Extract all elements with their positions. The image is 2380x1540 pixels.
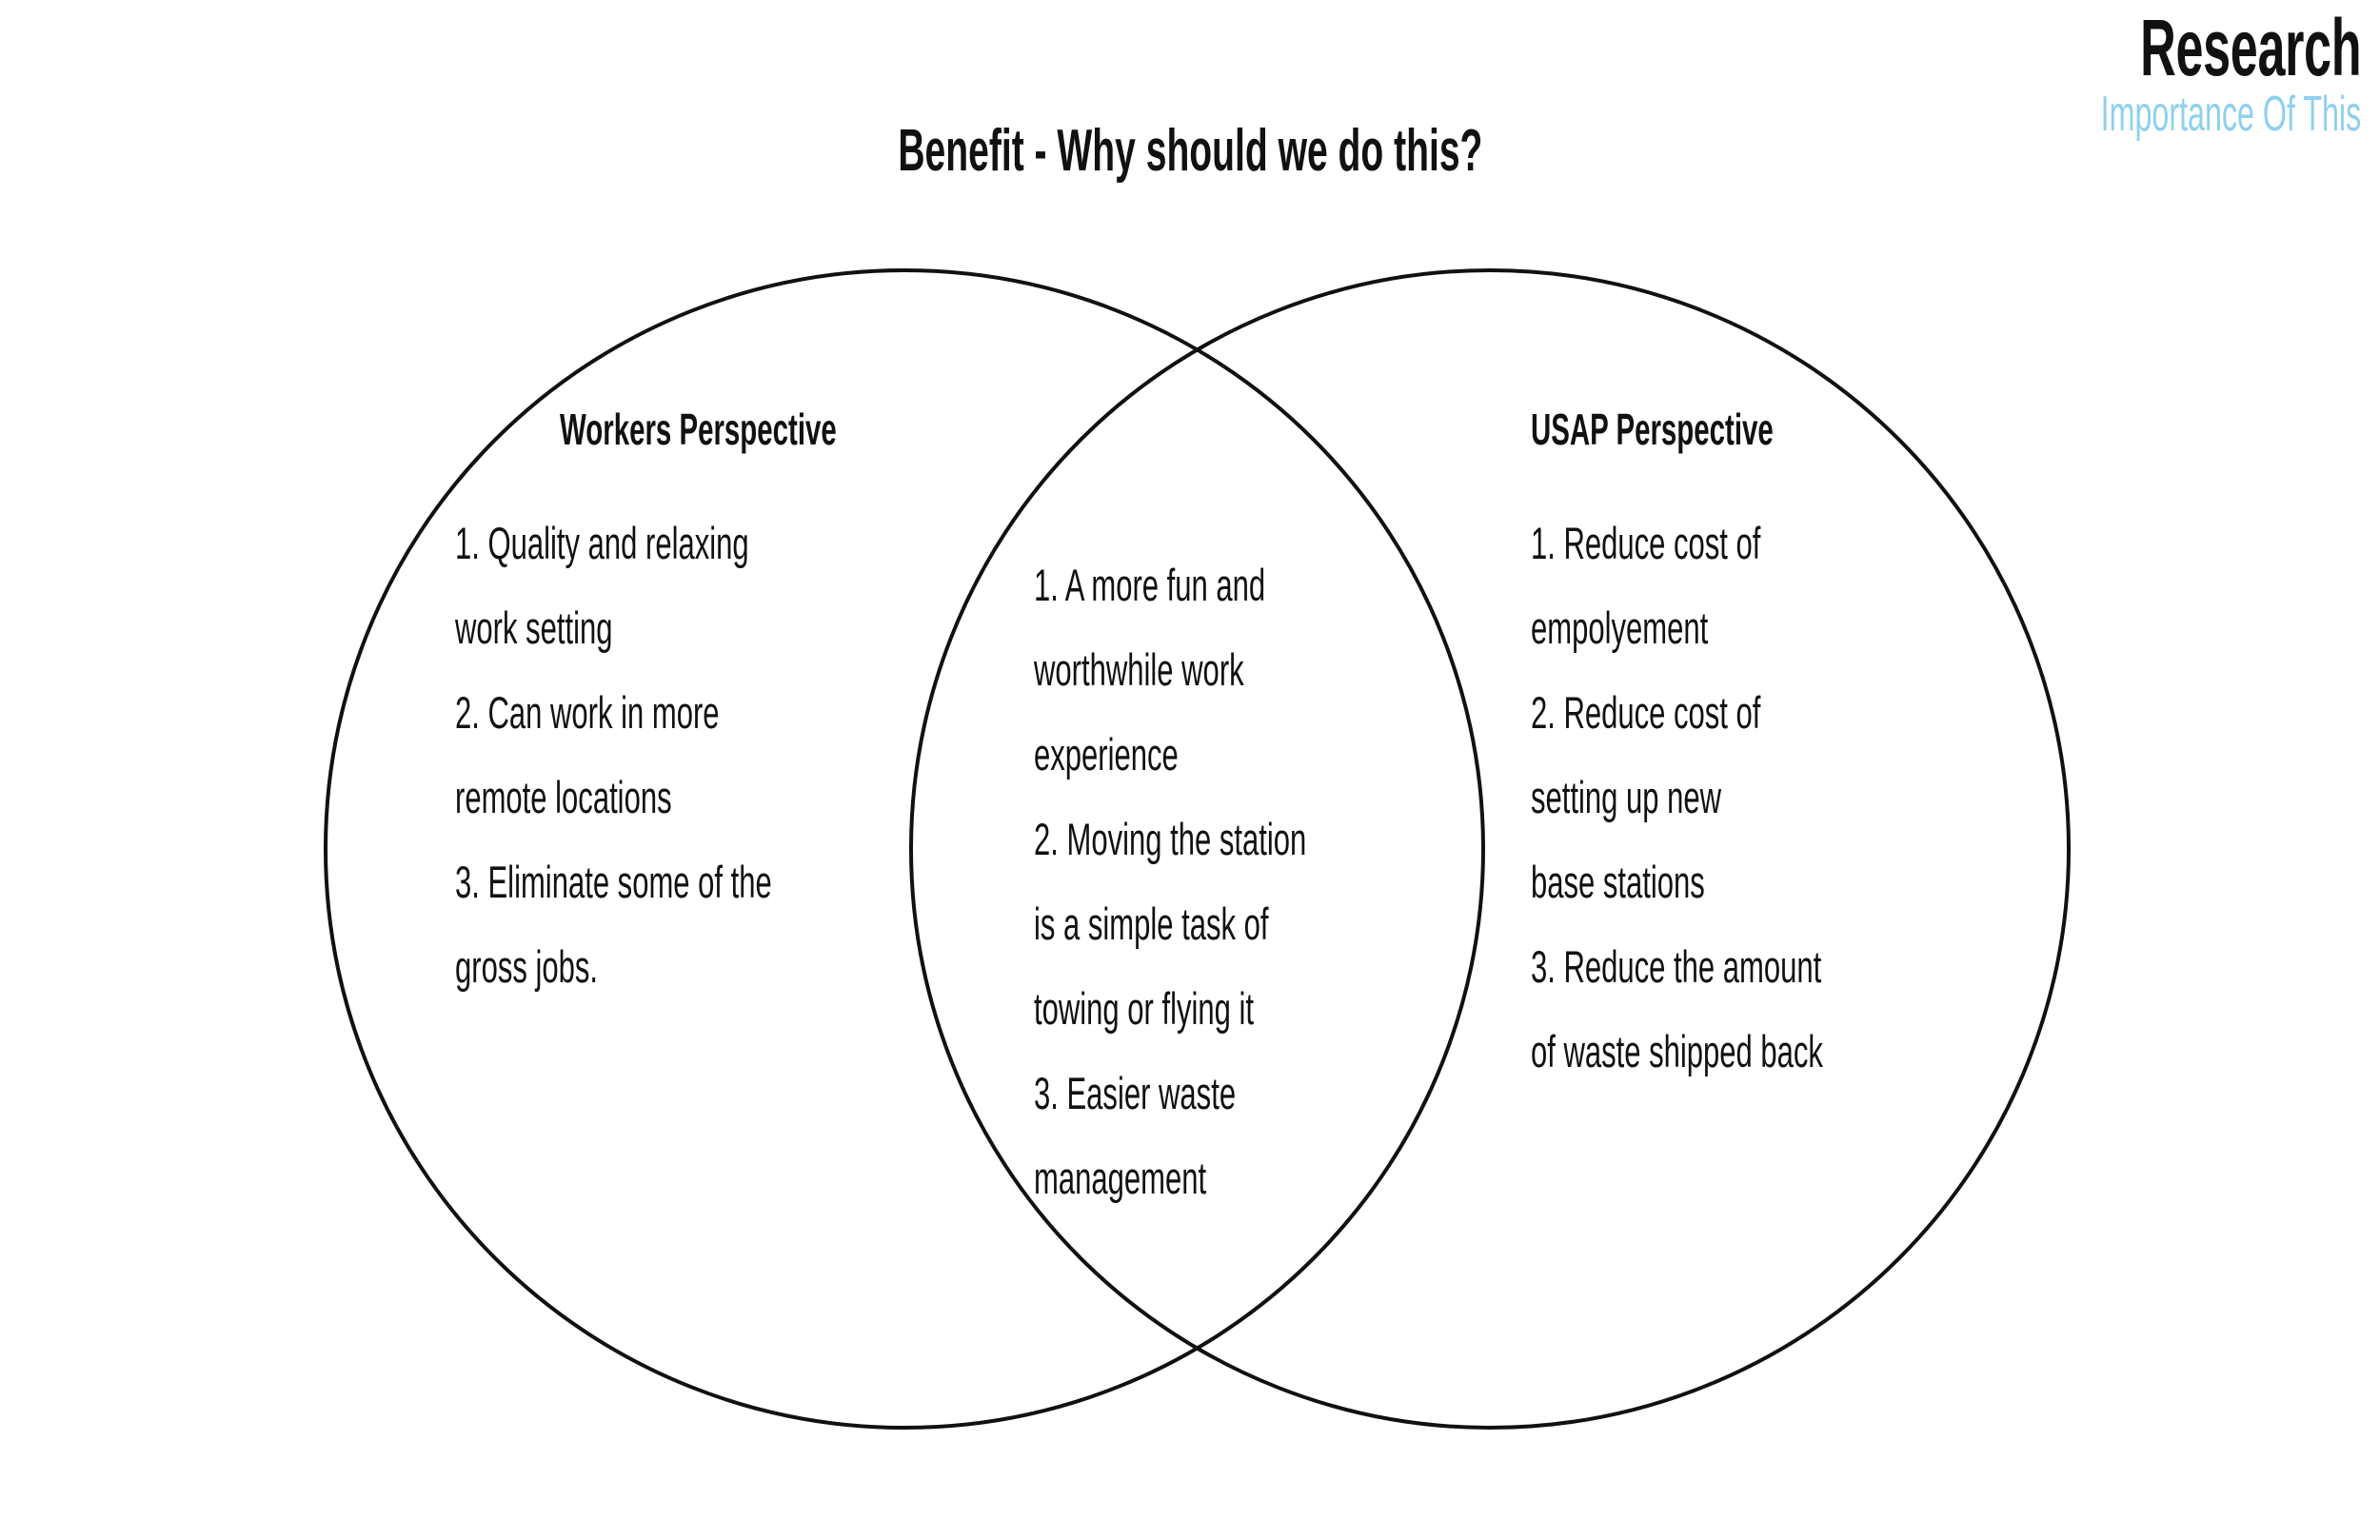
list-item: setting up new (1531, 772, 1722, 822)
list-item: 2. Can work in more (455, 687, 720, 738)
venn-right-heading-text: USAP Perspective (1531, 405, 1774, 454)
list-item: towing or flying it (1034, 983, 1255, 1034)
venn-right-heading: USAP Perspective (1531, 407, 2064, 451)
venn-left-column: Workers Perspective 1. Quality and relax… (455, 407, 960, 1009)
page-title: Benefit - Why should we do this? (0, 122, 2380, 181)
brand-block: Research Importance Of This (1941, 8, 2361, 139)
page-title-text: Benefit - Why should we do this? (897, 118, 1483, 184)
venn-left-list: 1. Quality and relaxing work setting 2. … (455, 501, 960, 1009)
list-item: 2. Moving the station (1034, 814, 1307, 864)
venn-circle-left (324, 268, 1485, 1430)
list-item: 1. Reduce cost of (1531, 518, 1761, 568)
venn-left-heading: Workers Perspective (560, 407, 960, 451)
list-item: gross jobs. (455, 941, 599, 992)
list-item: 1. Quality and relaxing (455, 518, 749, 568)
venn-right-list: 1. Reduce cost of empolyement 2. Reduce … (1531, 501, 2064, 1094)
list-item: remote locations (455, 772, 672, 822)
list-item: 3. Easier waste (1034, 1068, 1237, 1118)
list-item: 3. Eliminate some of the (455, 857, 772, 907)
list-item: experience (1034, 729, 1179, 780)
list-item: 2. Reduce cost of (1531, 687, 1761, 738)
list-item: empolyement (1531, 602, 1709, 653)
list-item: 3. Reduce the amount (1531, 941, 1822, 992)
venn-circle-right (909, 268, 2071, 1430)
list-item: management (1034, 1153, 1207, 1203)
list-item: of waste shipped back (1531, 1026, 1823, 1076)
list-item: worthwhile work (1034, 644, 1244, 695)
venn-center-list: 1. A more fun and worthwhile work experi… (1034, 543, 1434, 1220)
list-item: base stations (1531, 857, 1705, 907)
list-item: 1. A more fun and (1034, 560, 1266, 610)
venn-left-heading-text: Workers Perspective (560, 405, 837, 454)
venn-right-column: USAP Perspective 1. Reduce cost of empol… (1531, 407, 2064, 1094)
list-item: is a simple task of (1034, 898, 1269, 949)
brand-subtitle: Importance Of This (2100, 87, 2361, 142)
brand-title: Research (2139, 3, 2361, 92)
venn-center-column: 1. A more fun and worthwhile work experi… (1034, 543, 1434, 1220)
list-item: work setting (455, 602, 613, 653)
